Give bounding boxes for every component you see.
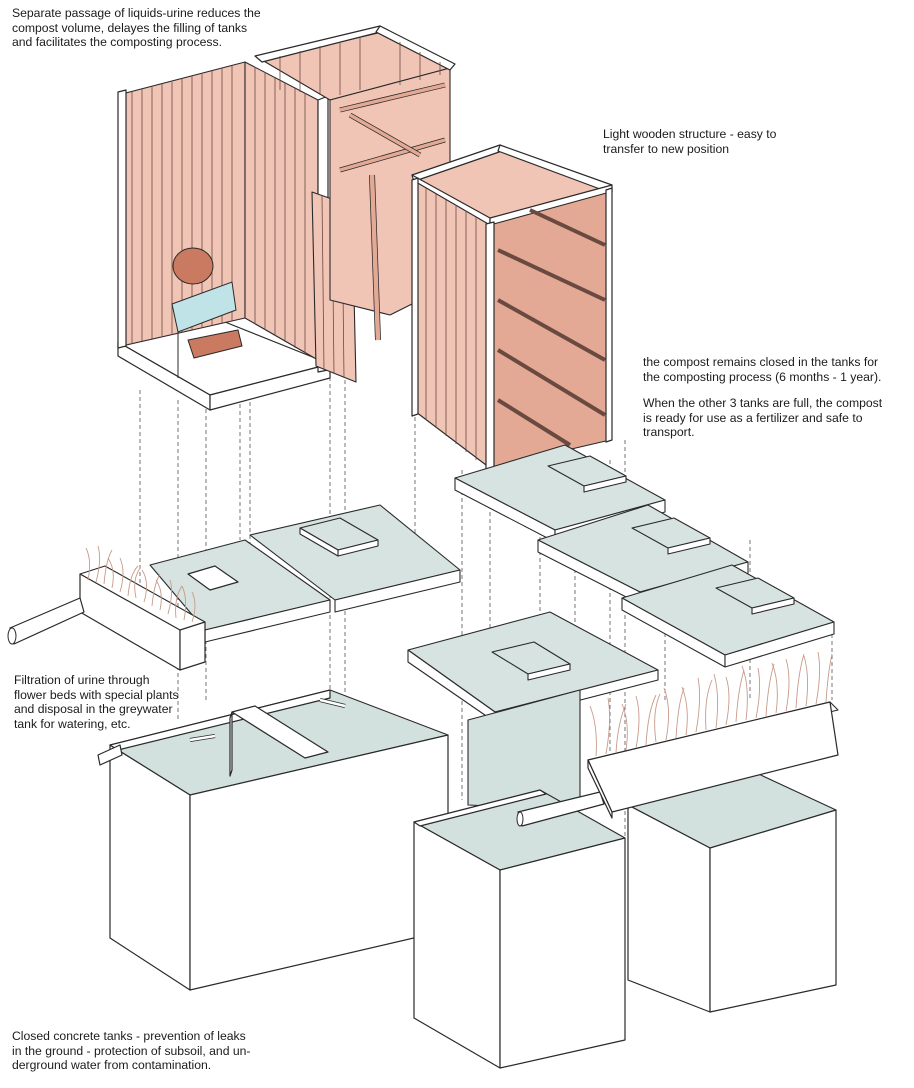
note-fertilizer: When the other 3 tanks are full, the com… xyxy=(643,396,883,440)
note-urine-filtration: Filtration of urine through flower beds … xyxy=(14,673,179,731)
concrete-tank-left xyxy=(97,689,449,991)
flower-bed-plants xyxy=(85,545,196,623)
note-composting-process: the compost remains closed in the tanks … xyxy=(643,355,882,384)
note-closed-concrete-tanks: Closed concrete tanks - prevention of le… xyxy=(12,1029,251,1073)
flower-bed-plants-right xyxy=(589,651,833,757)
concrete-tank-middle xyxy=(407,611,659,1069)
right-wall-slats xyxy=(254,67,306,354)
note-urine-separation: Separate passage of liquids-urine reduce… xyxy=(12,6,261,50)
wooden-toilet-cabin xyxy=(117,61,357,411)
greywater-tank-with-planter xyxy=(587,651,839,1013)
left-wall-slats xyxy=(131,66,233,344)
chamber-slats xyxy=(279,37,441,95)
urine-separating-toilet xyxy=(171,247,243,378)
wooden-compost-chamber-right xyxy=(411,144,613,473)
note-light-wooden-structure: Light wooden structure - easy to transfe… xyxy=(603,127,777,156)
wooden-compost-chamber-back xyxy=(254,25,456,341)
urine-lid-and-planter xyxy=(7,504,461,671)
compost-tank-lids xyxy=(454,444,835,668)
